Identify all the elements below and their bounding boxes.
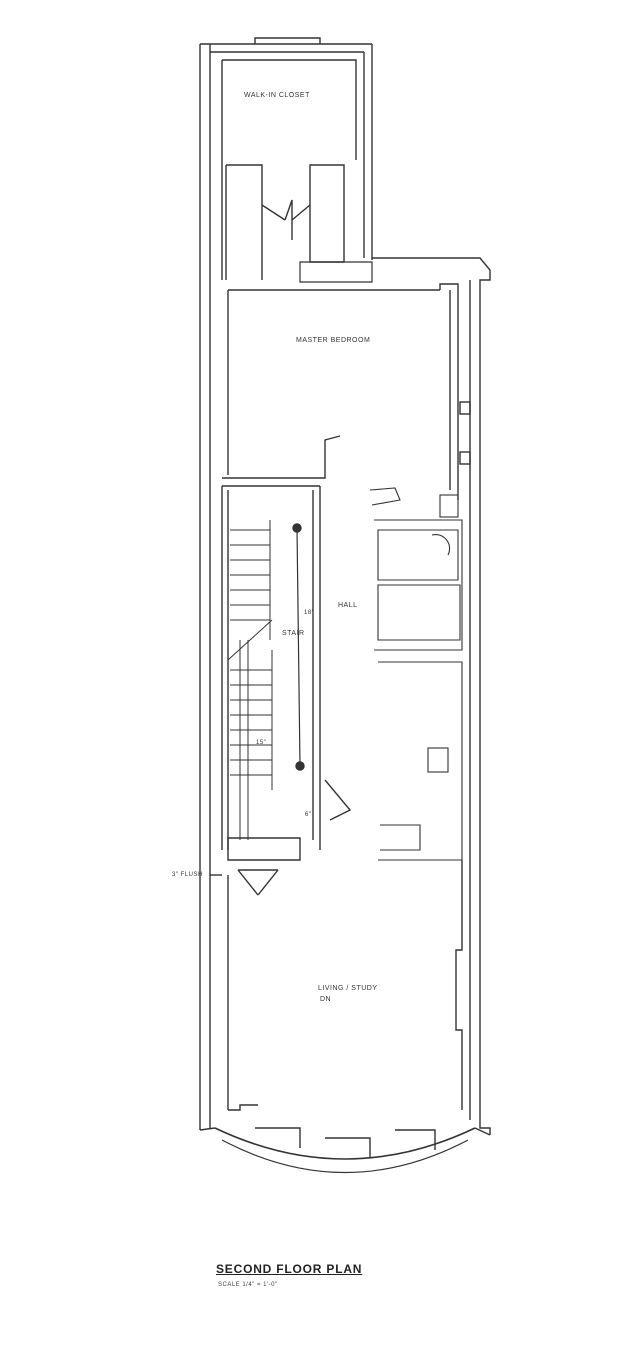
closet-door-swing	[261, 199, 311, 240]
bay-window	[214, 1127, 476, 1160]
dimension-b: 15"	[256, 740, 267, 746]
room-label-stair: STAIR	[282, 630, 305, 637]
door-note: 3" FLUSH	[172, 872, 203, 878]
bathroom-fixtures	[369, 487, 463, 861]
outer-wall-top	[200, 43, 372, 53]
dimension-a: 18"	[304, 610, 315, 616]
room-label-hall: HALL	[338, 602, 358, 609]
outer-wall-left	[199, 44, 211, 1130]
closet-inner	[221, 59, 357, 280]
dimension-c: 6"	[305, 812, 312, 818]
master-bedroom-wall	[227, 289, 440, 475]
hall-door-swing	[324, 779, 352, 821]
room-label-master: MASTER BEDROOM	[296, 337, 371, 344]
stair-enclosure	[221, 486, 321, 850]
room-label-top: WALK-IN CLOSET	[244, 92, 310, 99]
drawing-title: SECOND FLOOR PLAN	[216, 1262, 363, 1276]
room-label-front: LIVING / STUDY	[318, 985, 378, 992]
room-label-front-dn: DN	[320, 996, 332, 1003]
closet-wall-right	[363, 44, 373, 260]
stair-doors	[237, 869, 279, 896]
drawing-scale: SCALE 1/4" = 1'-0"	[218, 1282, 278, 1288]
outer-wall-right	[372, 257, 491, 1135]
front-room-wall	[227, 860, 463, 1110]
stair-rail	[296, 527, 301, 767]
